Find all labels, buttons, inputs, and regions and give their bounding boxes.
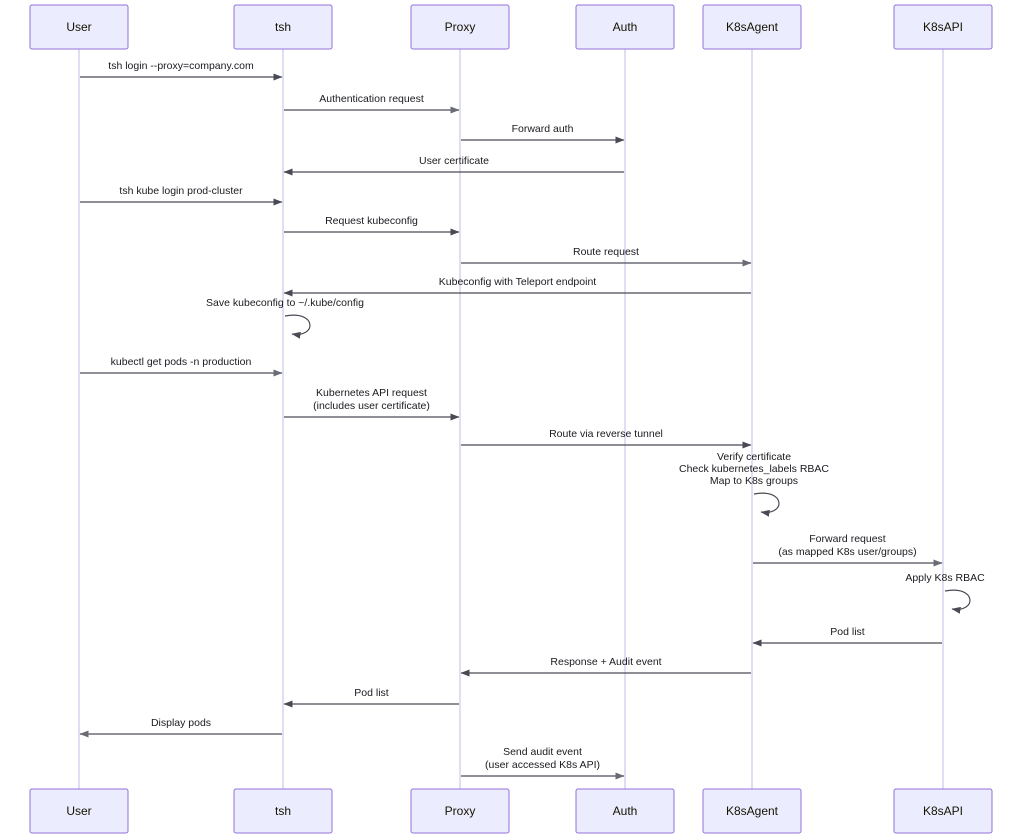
message-label: (includes user certificate) — [313, 400, 430, 412]
actor-label: K8sAPI — [923, 804, 963, 818]
actor-label: tsh — [275, 20, 291, 34]
message-label: Authentication request — [319, 93, 424, 105]
message-15[interactable]: Display pods — [79, 717, 282, 738]
message-label: Forward request — [809, 533, 886, 545]
message-label: Response + Audit event — [550, 656, 661, 668]
message-13[interactable]: Response + Audit event — [460, 656, 751, 677]
self-loop-arrow — [944, 589, 971, 614]
message-7[interactable]: Kubeconfig with Teleport endpoint — [283, 276, 751, 297]
self-message-label: Map to K8s groups — [710, 475, 798, 487]
actor-top-k8sagent[interactable]: K8sAgent — [702, 4, 802, 50]
self-message-2[interactable]: Apply K8s RBAC — [905, 572, 985, 614]
actor-label: K8sAPI — [923, 20, 963, 34]
message-label: Kubeconfig with Teleport endpoint — [439, 276, 597, 288]
actor-bottom-tsh[interactable]: tsh — [233, 788, 333, 834]
message-8[interactable]: kubectl get pods -n production — [80, 356, 283, 377]
message-label: (user accessed K8s API) — [485, 759, 600, 771]
actor-bottom-proxy[interactable]: Proxy — [410, 788, 510, 834]
actor-box — [893, 788, 993, 834]
actor-box — [575, 788, 675, 834]
lifelines-layer — [78, 49, 944, 789]
actor-label: K8sAgent — [726, 20, 779, 34]
self-messages-layer: Save kubeconfig to ~/.kube/configVerify … — [206, 297, 985, 614]
actor-box — [233, 788, 333, 834]
actor-bottom-user[interactable]: User — [29, 788, 129, 834]
message-label: Forward auth — [512, 123, 574, 135]
message-label: tsh kube login prod-cluster — [119, 185, 243, 197]
message-11[interactable]: Forward request(as mapped K8s user/group… — [753, 533, 943, 567]
actor-label: User — [66, 20, 91, 34]
actor-label: tsh — [275, 804, 291, 818]
actor-top-tsh[interactable]: tsh — [233, 4, 333, 50]
message-label: User certificate — [419, 155, 489, 167]
self-message-label: Check kubernetes_labels RBAC — [679, 463, 829, 475]
actor-label: K8sAgent — [726, 804, 779, 818]
actor-box — [702, 788, 802, 834]
self-message-label: Verify certificate — [717, 451, 791, 463]
actor-label: Auth — [613, 20, 638, 34]
actor-bottom-k8sagent[interactable]: K8sAgent — [702, 788, 802, 834]
self-message-0[interactable]: Save kubeconfig to ~/.kube/config — [206, 297, 364, 339]
self-loop-arrow — [753, 492, 780, 517]
self-message-label: Save kubeconfig to ~/.kube/config — [206, 297, 364, 309]
message-3[interactable]: User certificate — [283, 155, 624, 176]
actor-top-user[interactable]: User — [29, 4, 129, 50]
actor-box — [410, 4, 510, 50]
message-12[interactable]: Pod list — [752, 626, 942, 647]
message-6[interactable]: Route request — [461, 246, 752, 267]
message-2[interactable]: Forward auth — [461, 123, 625, 144]
self-loop-arrow — [284, 314, 311, 339]
actor-box — [702, 4, 802, 50]
message-label: Route request — [573, 246, 639, 258]
message-label: Request kubeconfig — [325, 215, 418, 227]
actor-label: Proxy — [445, 20, 476, 34]
actor-top-k8sapi[interactable]: K8sAPI — [893, 4, 993, 50]
message-9[interactable]: Kubernetes API request(includes user cer… — [284, 387, 460, 421]
actor-box — [575, 4, 675, 50]
message-label: Route via reverse tunnel — [549, 428, 663, 440]
message-label: Send audit event — [503, 746, 582, 758]
message-14[interactable]: Pod list — [283, 687, 459, 708]
message-label: Kubernetes API request — [316, 387, 427, 399]
message-label: kubectl get pods -n production — [111, 356, 252, 368]
actor-bottom-k8sapi[interactable]: K8sAPI — [893, 788, 993, 834]
actor-box — [893, 4, 993, 50]
actor-bottom-auth[interactable]: Auth — [575, 788, 675, 834]
message-10[interactable]: Route via reverse tunnel — [461, 428, 752, 449]
actor-label: Proxy — [445, 804, 476, 818]
message-label: (as mapped K8s user/groups) — [778, 546, 916, 558]
message-label: Pod list — [830, 626, 865, 638]
actor-box — [29, 4, 129, 50]
actor-box — [410, 788, 510, 834]
actor-top-proxy[interactable]: Proxy — [410, 4, 510, 50]
message-0[interactable]: tsh login --proxy=company.com — [80, 60, 283, 81]
self-message-label: Apply K8s RBAC — [905, 572, 985, 584]
message-4[interactable]: tsh kube login prod-cluster — [80, 185, 283, 206]
actor-label: Auth — [613, 804, 638, 818]
message-label: tsh login --proxy=company.com — [108, 60, 254, 72]
message-label: Display pods — [151, 717, 211, 729]
actor-label: User — [66, 804, 91, 818]
message-5[interactable]: Request kubeconfig — [284, 215, 460, 236]
message-1[interactable]: Authentication request — [284, 93, 460, 114]
message-label: Pod list — [354, 687, 389, 699]
actor-box — [29, 788, 129, 834]
messages-layer: tsh login --proxy=company.comAuthenticat… — [79, 60, 943, 780]
actor-top-auth[interactable]: Auth — [575, 4, 675, 50]
actor-box — [233, 4, 333, 50]
message-16[interactable]: Send audit event(user accessed K8s API) — [461, 746, 625, 780]
